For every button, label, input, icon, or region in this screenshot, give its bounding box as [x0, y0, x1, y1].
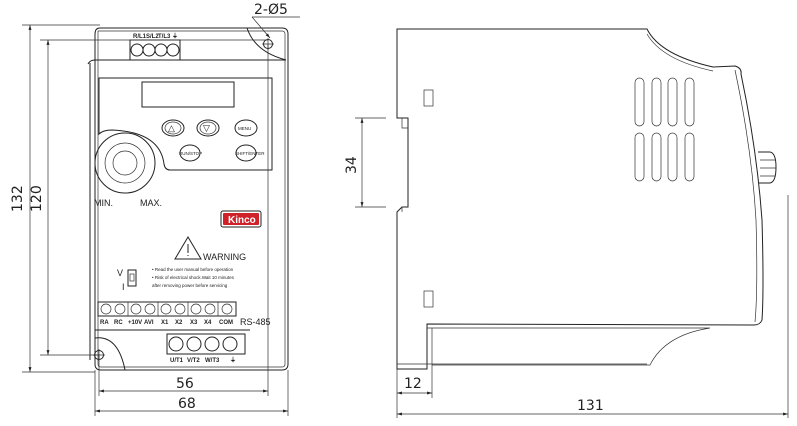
potentiometer-knob[interactable] [94, 132, 156, 194]
side-dimensions: 34 12 131 [344, 117, 789, 418]
keypad-panel [98, 77, 273, 171]
display-window [141, 81, 235, 108]
terminal-label: X3 [190, 320, 198, 326]
shift-enter-label: SHIFT/ENTER [235, 151, 265, 156]
terminal-label: X4 [204, 320, 212, 326]
terminal-label: RA [100, 320, 109, 326]
vi-switch[interactable]: V I [117, 268, 137, 292]
rs485-label: RS-485 [240, 317, 271, 327]
svg-text:Kinco: Kinco [228, 215, 256, 226]
terminal-label: W/T3 [205, 358, 220, 364]
shift-enter-button[interactable]: SHIFT/ENTER [235, 144, 265, 162]
brand-logo: Kinco [220, 210, 262, 228]
vent-slots [634, 77, 695, 182]
dim-offset: 12 [404, 376, 422, 392]
terminal-label: COM [219, 320, 233, 326]
side-slot [423, 89, 434, 107]
down-icon: ▽ [203, 123, 210, 133]
dim-height-holes: 120 [29, 185, 45, 212]
run-stop-label: RUN/STOP [179, 151, 202, 156]
up-button[interactable]: △ [161, 119, 185, 137]
warning-line: • Risk of electrical shock.Wait 10 minut… [152, 275, 235, 280]
hole-callout: 2-Ø5 [254, 2, 288, 18]
down-button[interactable]: ▽ [196, 119, 220, 137]
warning-icon [174, 236, 202, 260]
terminal-label: V/T2 [187, 358, 200, 364]
terminal-label: AVI [144, 320, 154, 326]
side-outline [396, 28, 764, 370]
menu-label: MENU [238, 126, 251, 131]
warning-title: WARNING [203, 252, 246, 262]
up-icon: △ [168, 123, 175, 133]
terminal-label: RC [114, 320, 123, 326]
warning-label: WARNING • Read the user manual before op… [152, 236, 246, 288]
warning-line: after removing power before servicing [152, 283, 228, 288]
output-terminal-block: U/T1 V/T2 W/T3 ⏚ [166, 333, 246, 364]
terminal-label: U/T1 [170, 358, 184, 364]
knob-max-label: MAX. [140, 198, 162, 208]
dim-din-rail: 34 [344, 156, 360, 174]
side-slot [423, 290, 434, 308]
dim-width-holes: 56 [176, 376, 194, 392]
terminal-label: X1 [161, 320, 169, 326]
power-terminal-block: R/L1 S/L2 T/L3 ⏚ [129, 33, 181, 61]
dim-height-outer: 132 [10, 185, 26, 212]
warning-line: • Read the user manual before operation [152, 267, 234, 272]
terminal-label: +10V [128, 320, 142, 326]
switch-v-label: V [117, 268, 123, 278]
terminal-label: ⏚ [230, 357, 236, 364]
side-knob [758, 151, 777, 184]
switch-i-label: I [122, 282, 125, 292]
front-dimensions: 132 120 56 68 2-Ø5 [10, 2, 300, 416]
knob-min-label: MIN. [94, 198, 113, 208]
dim-width-outer: 68 [178, 396, 196, 412]
terminal-label: X2 [175, 320, 183, 326]
front-outline [94, 27, 289, 371]
terminal-r-label: R/L1 [133, 34, 147, 40]
control-terminal-block: RA RC +10V AVI X1 X2 X3 X4 COM RS-485 [97, 301, 271, 327]
menu-button[interactable]: MENU [234, 119, 258, 137]
run-stop-button[interactable]: RUN/STOP [179, 144, 202, 162]
terminal-t-label: T/L3 [158, 34, 171, 40]
side-view: 34 12 131 [344, 28, 789, 418]
dim-depth: 131 [577, 398, 604, 414]
front-view: R/L1 S/L2 T/L3 ⏚ △ ▽ MENU RUN/STOP SHIFT… [10, 2, 300, 416]
terminal-s-label: S/L2 [146, 34, 159, 40]
terminal-ground-label: ⏚ [172, 33, 178, 40]
